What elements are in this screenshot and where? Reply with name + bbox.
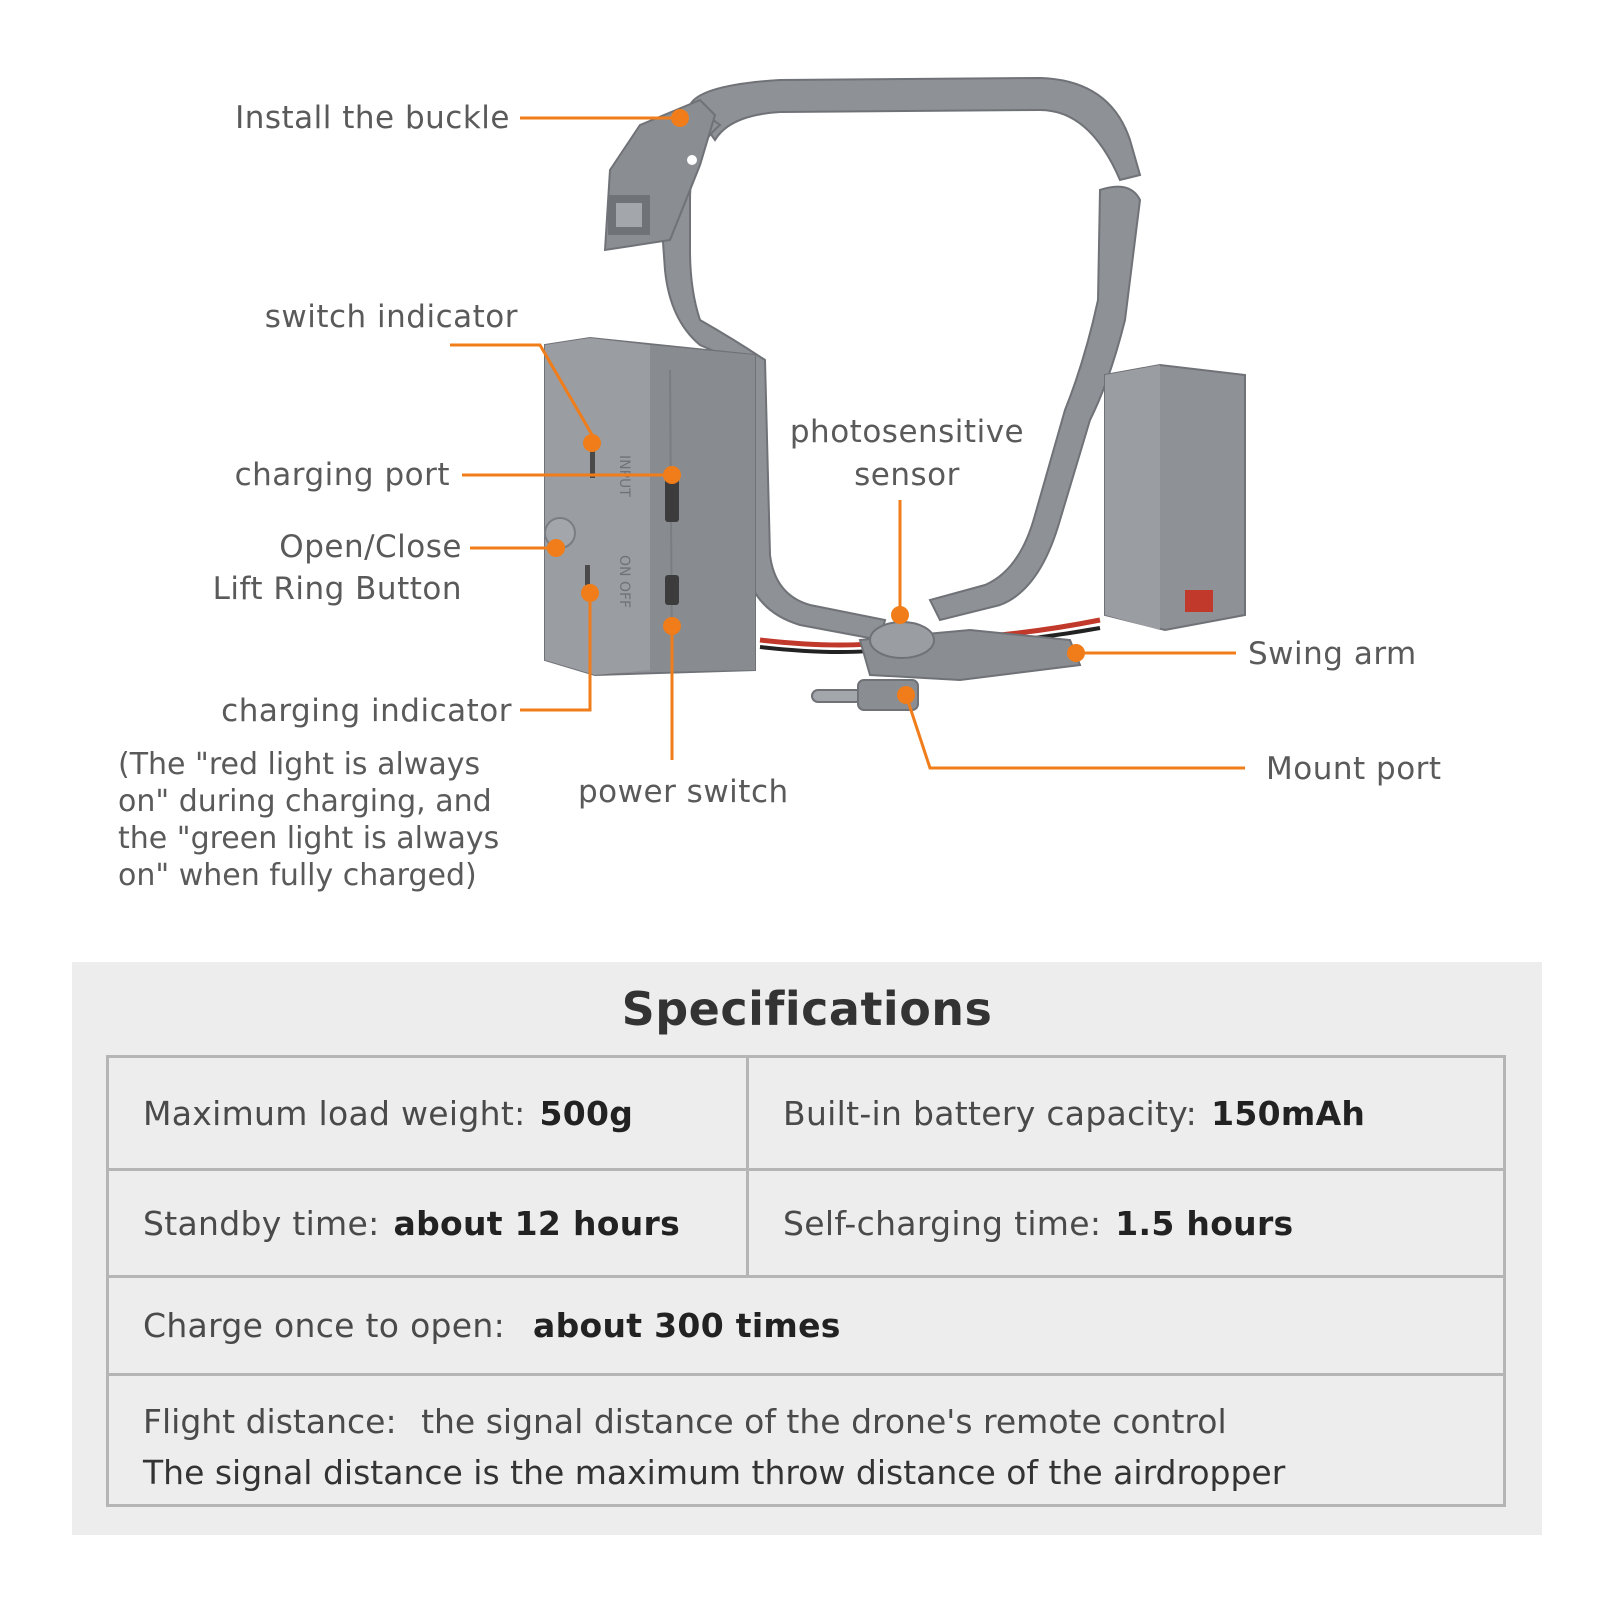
column-divider [746,1171,749,1275]
spec-self-charging: Self-charging time: 1.5 hours [749,1171,1506,1275]
spec-value: about 12 hours [393,1203,681,1243]
specifications-table: Maximum load weight: 500g Built-in batte… [106,1055,1506,1507]
on-off-marking: ON OFF [616,555,632,608]
specifications-panel: Specifications Maximum load weight: 500g… [72,962,1542,1535]
spec-value: the signal distance of the drone's remot… [421,1402,1227,1441]
cable-and-swing-arm [759,617,1101,711]
spec-label: Flight distance: [143,1402,397,1441]
spec-standby: Standby time: about 12 hours [109,1171,746,1275]
spec-max-load: Maximum load weight: 500g [109,1058,746,1168]
column-divider [746,1058,749,1168]
label-mount-port: Mount port [1266,751,1442,787]
power-switch-dot [663,617,681,635]
charging-indicator-note: (The "red light is always on" during cha… [118,747,500,893]
label-charging-indicator: charging indicator [221,693,512,729]
airdropper-illustration: INPUT ON OFF [450,76,1246,770]
label-photosensitive-2: sensor [854,457,960,493]
left-control-box: INPUT ON OFF [544,336,756,677]
spec-flight-note: The signal distance is the maximum throw… [143,1453,1286,1492]
buckle-dot [671,109,689,127]
spec-value: about 300 times [533,1306,841,1345]
specifications-title: Specifications [621,982,993,1036]
label-switch-indicator: switch indicator [264,299,518,335]
label-swing-arm: Swing arm [1248,636,1417,672]
spec-battery: Built-in battery capacity: 150mAh [749,1058,1506,1168]
spec-label: Charge once to open: [143,1306,506,1345]
spec-charge-once: Charge once to open: about 300 times [109,1278,1503,1373]
callout-lines [450,116,1245,770]
label-open-close-1: Open/Close [279,529,462,565]
spec-label: Maximum load weight: [143,1093,526,1133]
button-dot [547,539,565,557]
label-photosensitive-1: photosensitive [789,414,1025,450]
callout-dots [547,109,1085,704]
product-diagram: INPUT ON OFF [118,76,1442,893]
charging-port-dot [663,466,681,484]
switch-indicator-dot [583,434,601,452]
spec-value: 1.5 hours [1115,1203,1294,1243]
ring-frame [603,76,1142,642]
right-box [1104,363,1246,632]
label-open-close-2: Lift Ring Button [212,571,462,607]
spec-row-3: Charge once to open: about 300 times [109,1278,1503,1376]
spec-value: 500g [539,1093,634,1133]
label-charging-port: charging port [234,457,450,493]
spec-row-2: Standby time: about 12 hours Self-chargi… [109,1171,1503,1278]
spec-value: 150mAh [1211,1093,1366,1133]
spec-label: Standby time: [143,1203,380,1243]
spec-label: Self-charging time: [783,1203,1102,1243]
mount-port-dot [897,686,915,704]
spec-row-1: Maximum load weight: 500g Built-in batte… [109,1058,1503,1171]
label-install-buckle: Install the buckle [235,100,510,136]
charging-indicator-dot [581,584,599,602]
spec-flight-distance: Flight distance: the signal distance of … [109,1376,1503,1498]
sensor-dot [891,606,909,624]
spec-row-4: Flight distance: the signal distance of … [109,1376,1503,1504]
swing-arm-dot [1067,644,1085,662]
label-power-switch: power switch [578,774,789,810]
spec-label: Built-in battery capacity: [783,1093,1198,1133]
